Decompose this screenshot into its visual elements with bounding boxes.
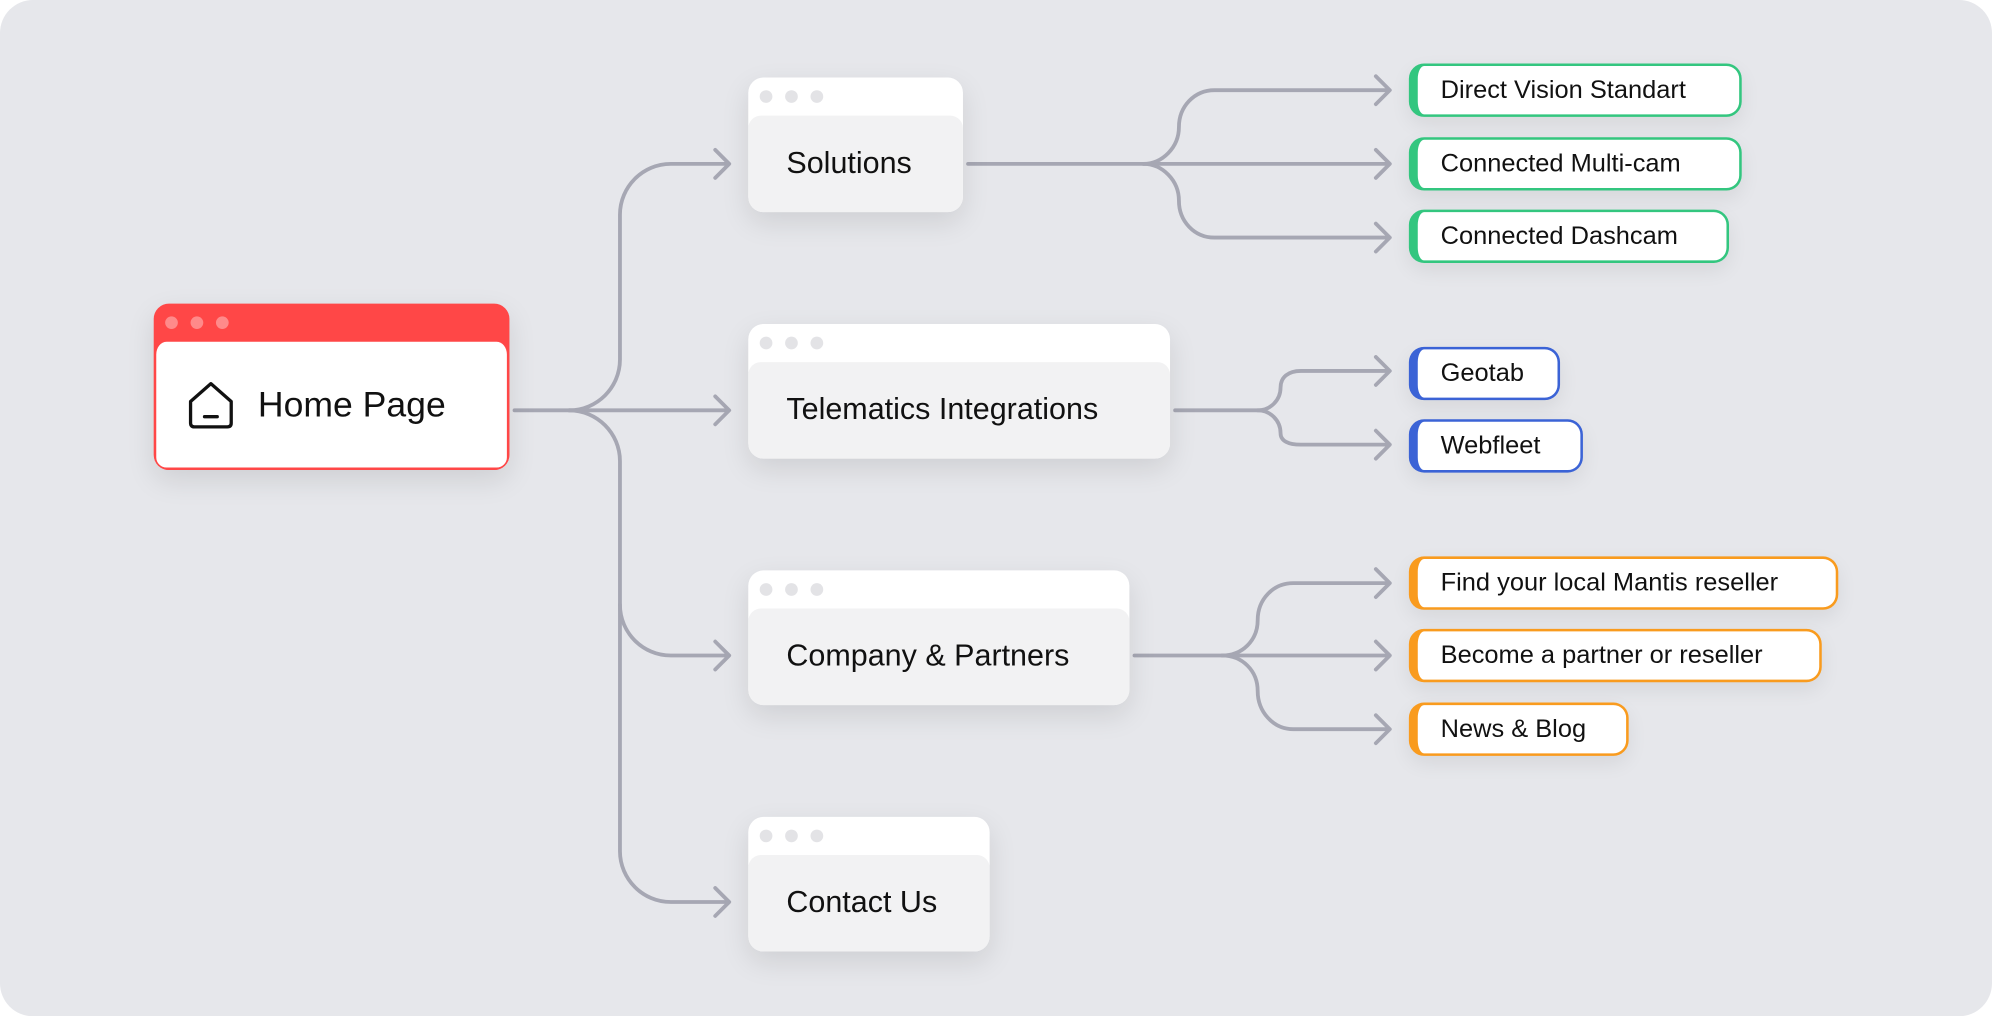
leaf-direct-vision-standart[interactable]: Direct Vision Standart <box>1408 63 1742 117</box>
window-dot <box>759 90 773 103</box>
window-dot <box>785 583 798 596</box>
window-dot <box>759 829 773 843</box>
leaf-connected-dashcam[interactable]: Connected Dashcam <box>1408 209 1730 263</box>
solutions-card[interactable]: Solutions <box>748 77 963 213</box>
telematics-label: Telematics Integrations <box>786 392 1099 427</box>
window-dot <box>759 583 773 596</box>
solutions-label: Solutions <box>786 146 912 181</box>
contact-label: Contact Us <box>786 885 938 920</box>
home-page-card[interactable]: Home Page <box>153 303 510 471</box>
telematics-connectors <box>1173 355 1392 461</box>
company-connectors <box>1132 567 1392 746</box>
solutions-connectors <box>966 74 1392 254</box>
company-label: Company & Partners <box>786 639 1070 674</box>
card-body: Home Page <box>153 341 510 471</box>
home-connectors <box>512 148 732 918</box>
leaf-geotab[interactable]: Geotab <box>1408 346 1561 401</box>
leaf-become-partner[interactable]: Become a partner or reseller <box>1408 628 1822 683</box>
company-partners-card[interactable]: Company & Partners <box>748 570 1130 706</box>
window-dot <box>785 336 798 350</box>
window-dot <box>810 90 824 103</box>
leaf-connected-multi-cam[interactable]: Connected Multi-cam <box>1408 137 1742 191</box>
window-bar <box>154 304 510 342</box>
window-dot <box>785 829 798 843</box>
window-dot <box>215 316 229 330</box>
window-dot <box>810 583 824 596</box>
contact-us-card[interactable]: Contact Us <box>748 816 990 952</box>
telematics-integrations-card[interactable]: Telematics Integrations <box>748 323 1171 459</box>
home-page-label: Home Page <box>257 384 446 424</box>
window-dot <box>759 336 773 350</box>
window-dot <box>810 336 824 350</box>
leaf-webfleet[interactable]: Webfleet <box>1408 419 1583 473</box>
window-dot <box>190 316 204 330</box>
window-dot <box>165 316 178 330</box>
leaf-find-reseller[interactable]: Find your local Mantis reseller <box>1408 556 1839 610</box>
home-icon <box>188 381 233 428</box>
window-dot <box>810 829 824 843</box>
leaf-news-blog[interactable]: News & Blog <box>1408 702 1629 756</box>
window-dot <box>785 90 798 103</box>
